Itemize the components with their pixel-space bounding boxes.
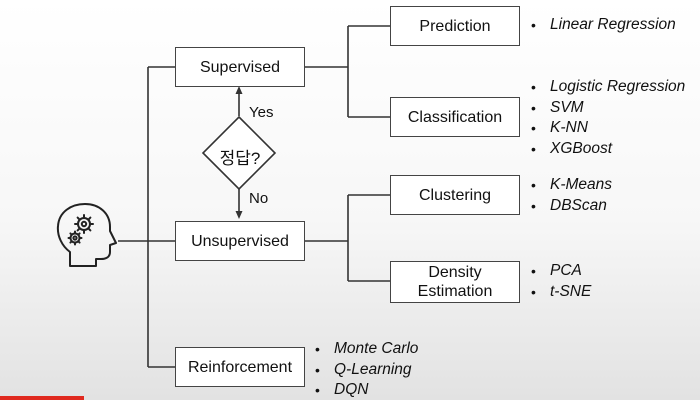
supervised-label: Supervised (199, 58, 281, 76)
yes-label: Yes (249, 104, 274, 121)
clustering-box: Clustering (390, 175, 520, 215)
prediction-box: Prediction (390, 6, 520, 46)
prediction-label: Prediction (419, 17, 491, 35)
clustering-label: Clustering (418, 186, 492, 204)
arrow-down-icon (235, 211, 243, 219)
density-label-line2: Estimation (417, 283, 493, 300)
classification-algorithms: Logistic Regression SVM K-NN XGBoost (531, 77, 685, 160)
video-progress-bar[interactable] (0, 396, 84, 400)
list-item: Linear Regression (531, 15, 676, 36)
list-item: t-SNE (531, 282, 592, 303)
list-item: SVM (531, 98, 685, 119)
clustering-algorithms: K-Means DBScan (531, 175, 612, 217)
list-item: PCA (531, 261, 591, 282)
supervised-box: Supervised (175, 47, 305, 87)
density-label-line1: Density (428, 264, 482, 281)
list-item: Monte Carlo (315, 339, 419, 360)
decision-diamond (201, 115, 277, 191)
list-item: Logistic Regression (531, 77, 685, 98)
density-algorithms: PCA t-SNE (531, 261, 592, 303)
prediction-algorithms: Linear Regression (531, 15, 676, 36)
reinforcement-box: Reinforcement (175, 347, 305, 387)
density-estimation-box: Density Estimation (390, 261, 520, 303)
reinforcement-algorithms: Monte Carlo Q-Learning DQN (315, 339, 419, 401)
list-item: DBScan (531, 196, 612, 217)
head-gears-icon (56, 203, 117, 267)
list-item: DQN (315, 380, 418, 401)
reinforcement-label: Reinforcement (187, 358, 293, 376)
list-item: K-Means (531, 175, 612, 196)
arrow-up-icon (235, 86, 243, 94)
classification-box: Classification (390, 97, 520, 137)
list-item: Q-Learning (315, 360, 418, 381)
no-label: No (249, 190, 269, 207)
decision-label: 정답? (219, 149, 261, 168)
classification-label: Classification (407, 108, 503, 126)
unsupervised-label: Unsupervised (191, 232, 289, 250)
list-item: K-NN (531, 118, 685, 139)
list-item: XGBoost (531, 139, 685, 160)
unsupervised-box: Unsupervised (175, 221, 305, 261)
